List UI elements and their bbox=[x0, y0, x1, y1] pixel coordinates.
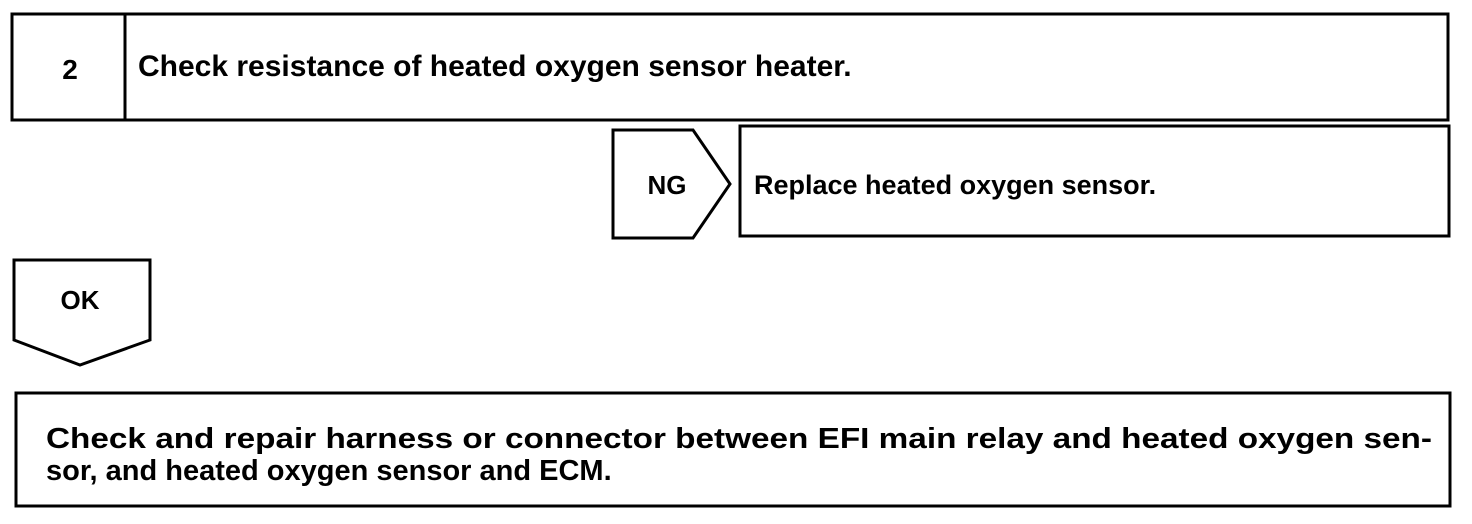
ok-label: OK bbox=[61, 285, 100, 315]
ng-action-box bbox=[738, 124, 1451, 238]
step-number: 2 bbox=[62, 54, 78, 85]
step-header-box bbox=[10, 12, 1450, 122]
final-action: Check and repair harness or connector be… bbox=[14, 391, 1452, 508]
final-action-box bbox=[14, 391, 1452, 508]
final-action-line-1: Check and repair harness or connector be… bbox=[46, 423, 1432, 455]
step-header: 2 Check resistance of heated oxygen sens… bbox=[10, 12, 1450, 122]
ng-arrow-shape bbox=[611, 128, 732, 240]
ng-branch: NG Replace heated oxygen sensor. bbox=[611, 124, 1451, 240]
ng-action-text: Replace heated oxygen sensor. bbox=[754, 170, 1156, 200]
step-title: Check resistance of heated oxygen sensor… bbox=[138, 50, 852, 83]
ok-arrow-shape bbox=[12, 258, 152, 367]
ok-branch: OK bbox=[12, 258, 152, 367]
final-action-line-2: sor, and heated oxygen sensor and ECM. bbox=[46, 455, 612, 487]
ng-label: NG bbox=[648, 170, 687, 200]
